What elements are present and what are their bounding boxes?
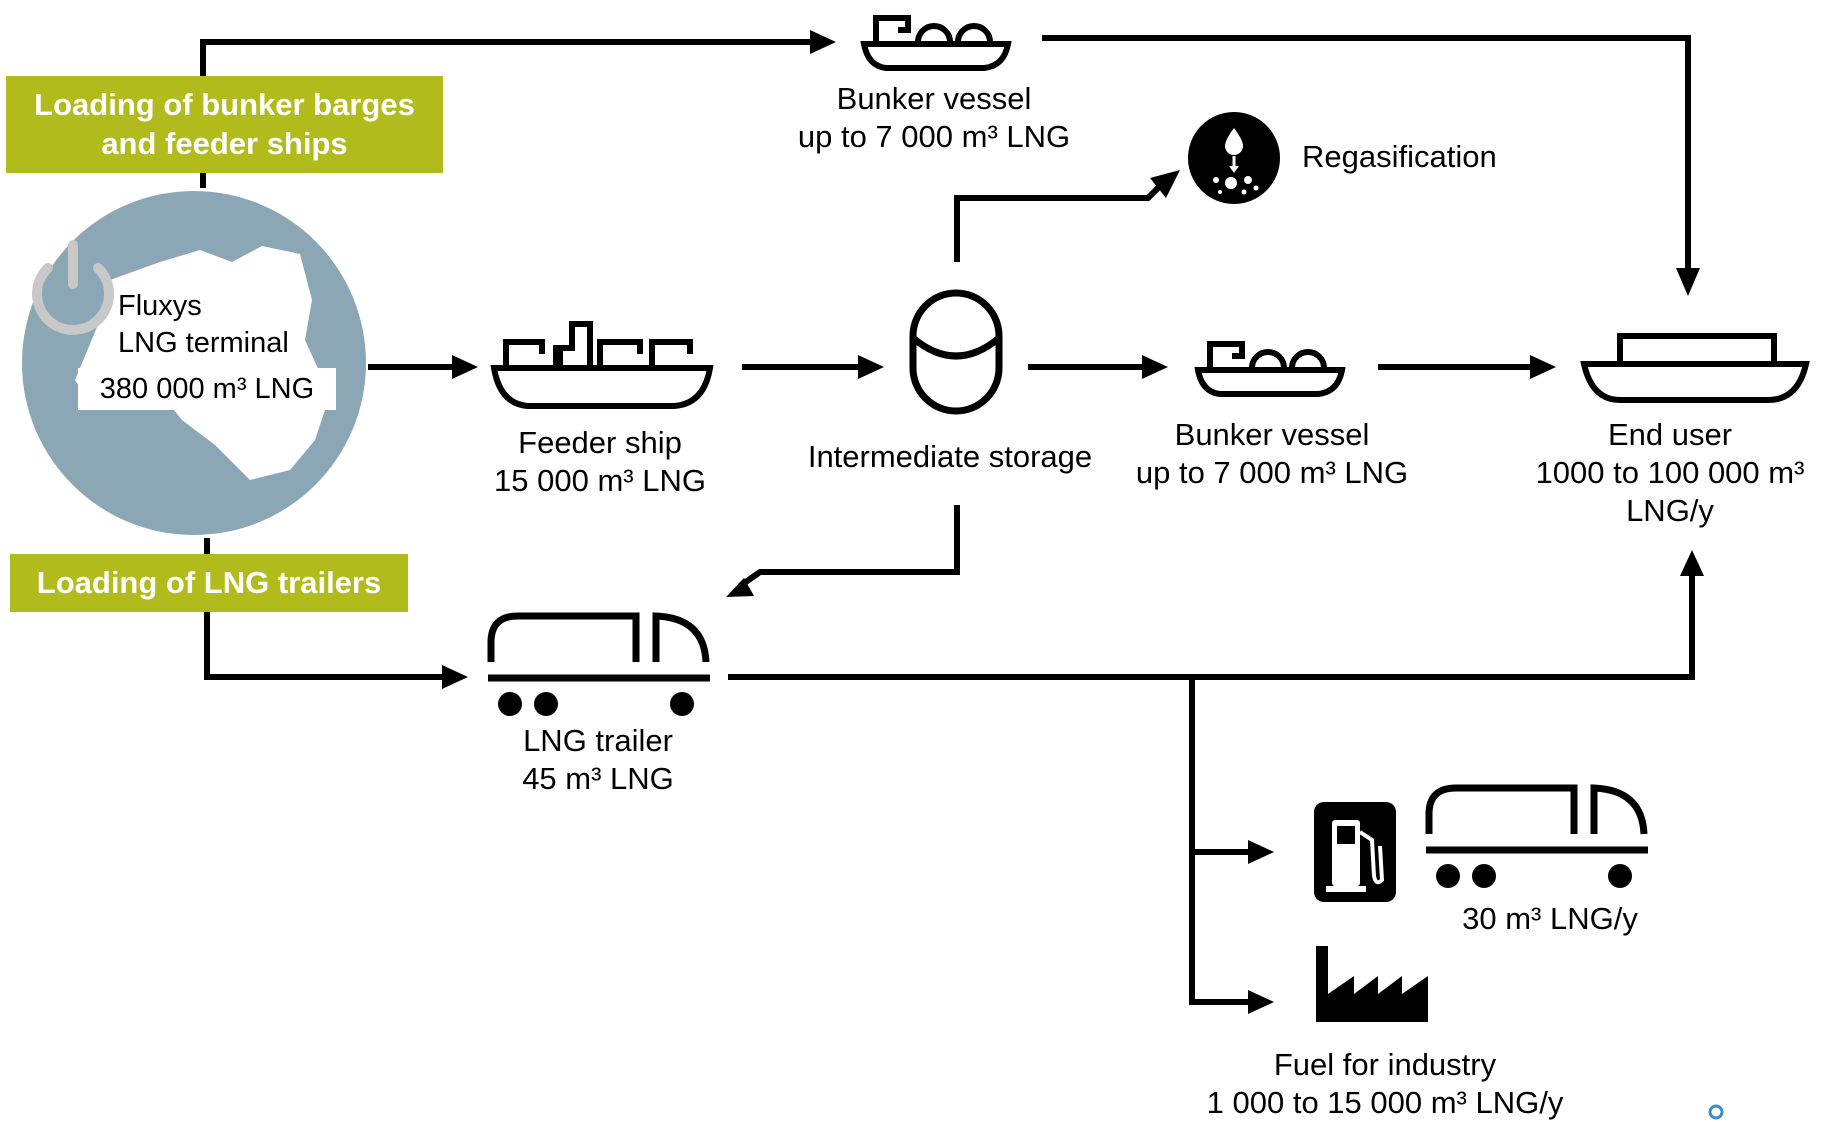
- edge-trailer-industry: [1189, 677, 1260, 1005]
- terminal-name: Fluxys: [118, 290, 202, 322]
- banner-bunker-loading: Loading of bunker barges and feeder ship…: [6, 76, 443, 173]
- node-title: Bunker vessel: [836, 81, 1032, 116]
- edge-storage-regas: [954, 183, 1163, 262]
- trailer-label: LNG trailer 45 m³ LNG: [458, 722, 738, 798]
- arrowhead-end-user-top: [1676, 268, 1700, 296]
- map-region-icon: [75, 246, 330, 480]
- factory-icon: [1316, 946, 1428, 1022]
- truck-icon: [487, 612, 710, 716]
- bunker-top-label: Bunker vessel up to 7 000 m³ LNG: [774, 80, 1094, 156]
- edge-bunker-top-end-user: [1042, 35, 1691, 288]
- node-capacity: 1 000 to 15 000 m³ LNG/y: [1206, 1085, 1564, 1120]
- node-title: End user: [1607, 417, 1733, 452]
- connectors: [200, 35, 1695, 1005]
- power-icon: [32, 240, 114, 335]
- arrowhead-trailer: [442, 665, 468, 689]
- bunker-mid-label: Bunker vessel up to 7 000 m³ LNG: [1112, 416, 1432, 492]
- feeder-ship-icon: [490, 321, 714, 409]
- industry-label: Fuel for industry 1 000 to 15 000 m³ LNG…: [1150, 1046, 1620, 1122]
- fuel-pump-icon: [1314, 802, 1396, 902]
- storage-tank-icon: [909, 289, 1003, 415]
- regas-label: Regasification: [1302, 138, 1497, 176]
- arrowhead-bunker-top: [810, 30, 836, 54]
- node-capacity: up to 7 000 m³ LNG: [1135, 455, 1409, 490]
- node-title: LNG trailer: [523, 723, 673, 758]
- regasification-icon: [1188, 112, 1280, 204]
- arrowhead-end-user-bottom: [1680, 550, 1704, 576]
- node-title: Bunker vessel: [1174, 417, 1370, 452]
- node-capacity: 30 m³ LNG/y: [1462, 901, 1638, 936]
- banner-trailer-loading: Loading of LNG trailers: [10, 554, 408, 612]
- node-title: Fuel for industry: [1273, 1047, 1497, 1082]
- terminal-capacity-box: 380 000 m³ LNG: [78, 368, 336, 410]
- arrowhead-feeder: [452, 355, 478, 379]
- node-title: Feeder ship: [518, 425, 682, 460]
- banner-line: Loading of LNG trailers: [36, 565, 382, 600]
- node-capacity: 45 m³ LNG: [522, 761, 674, 796]
- bunker-vessel-icon: [1194, 341, 1346, 397]
- bunker-vessel-icon: [860, 15, 1012, 71]
- edge-storage-trailer: [738, 505, 960, 589]
- feeder-label: Feeder ship 15 000 m³ LNG: [460, 424, 740, 500]
- arrowheads: [442, 30, 1704, 1014]
- node-capacity: 15 000 m³ LNG: [494, 463, 706, 498]
- node-capacity-unit: LNG/y: [1626, 493, 1714, 528]
- node-title: Regasification: [1302, 139, 1497, 174]
- terminal-label-box: Fluxys LNG terminal: [110, 288, 308, 362]
- arrowhead-bunker-mid: [1142, 355, 1168, 379]
- truck-icon: [1425, 784, 1648, 888]
- terminal-capacity: 380 000 m³ LNG: [99, 373, 315, 405]
- node-capacity: up to 7 000 m³ LNG: [797, 119, 1071, 154]
- logo-mark-icon: [1708, 1104, 1724, 1120]
- arrowhead-industry: [1248, 990, 1274, 1014]
- end-user-label: End user 1000 to 100 000 m³ LNG/y: [1520, 416, 1820, 530]
- banner-line-1: Loading of bunker barges: [34, 87, 415, 122]
- arrowhead-fuel: [1248, 840, 1274, 864]
- ship-icon: [1580, 333, 1810, 403]
- banner-line-2: and feeder ships: [101, 126, 348, 161]
- node-title: Intermediate storage: [807, 439, 1093, 474]
- arrowhead-trailer-from-storage: [726, 578, 754, 597]
- arrowhead-regas: [1150, 170, 1180, 198]
- terminal-type: LNG terminal: [118, 327, 289, 359]
- storage-label: Intermediate storage: [790, 438, 1110, 476]
- terminal-globe: [22, 191, 366, 535]
- arrowhead-end-user-mid: [1530, 355, 1556, 379]
- arrowhead-storage: [858, 355, 884, 379]
- fuel-station-label: 30 m³ LNG/y: [1410, 900, 1690, 938]
- node-capacity: 1000 to 100 000 m³: [1535, 455, 1805, 490]
- edge-trailer-end-user: [728, 565, 1695, 680]
